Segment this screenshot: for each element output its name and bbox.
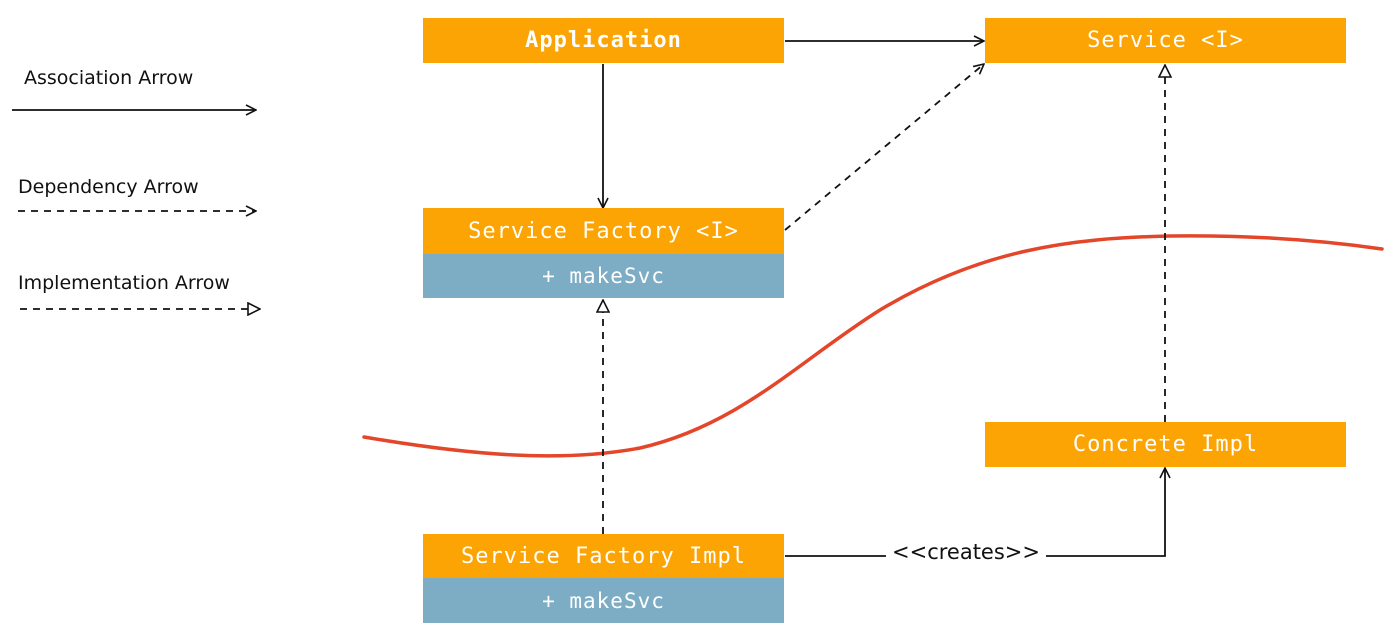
service-interface-node: Service <I> bbox=[985, 18, 1346, 63]
service-factory-impl-method-row: + makeSvc bbox=[423, 578, 784, 623]
application-title: Application bbox=[525, 28, 682, 53]
service-factory-method-row: + makeSvc bbox=[423, 254, 784, 298]
legend-association-label: Association Arrow bbox=[24, 67, 194, 89]
service-factory-title: Service Factory <I> bbox=[468, 218, 739, 244]
boundary-curve bbox=[362, 234, 1384, 458]
service-factory-impl-title: Service Factory Impl bbox=[461, 543, 746, 569]
creates-label: <<creates>> bbox=[886, 540, 1046, 564]
service-interface-title: Service <I> bbox=[1087, 28, 1244, 53]
edge-service-factory-to-service bbox=[784, 64, 984, 231]
concrete-impl-title: Concrete Impl bbox=[1072, 432, 1259, 457]
application-node: Application bbox=[423, 18, 784, 63]
legend-dependency-label: Dependency Arrow bbox=[18, 176, 199, 198]
service-factory-impl-node: Service Factory Impl bbox=[423, 534, 784, 578]
legend-implementation-label: Implementation Arrow bbox=[18, 272, 230, 294]
service-factory-method: + makeSvc bbox=[542, 264, 665, 288]
concrete-impl-node: Concrete Impl bbox=[985, 422, 1346, 467]
service-factory-node: Service Factory <I> bbox=[423, 208, 784, 254]
service-factory-impl-method: + makeSvc bbox=[542, 588, 665, 613]
